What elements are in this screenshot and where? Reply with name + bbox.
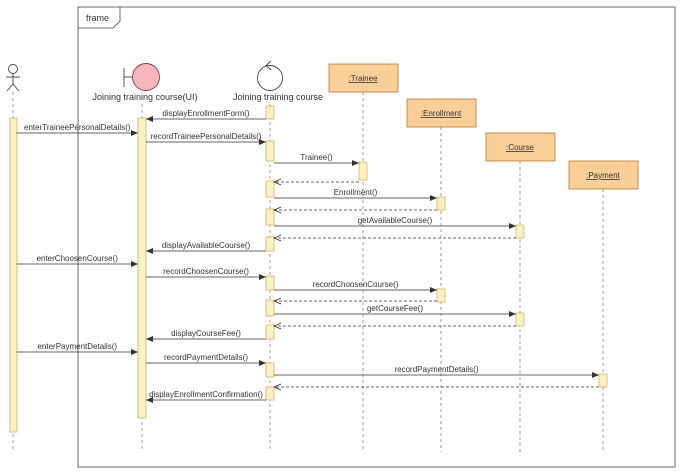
message-label-14: getCourseFee() bbox=[367, 304, 423, 313]
message-label-18: recordPaymentDetails() bbox=[164, 353, 248, 362]
activation-control bbox=[265, 180, 275, 198]
message-label-17: enterPaymentDetails() bbox=[37, 342, 117, 351]
activation-control bbox=[265, 362, 275, 378]
control-icon bbox=[257, 60, 283, 91]
activation-enrollment bbox=[436, 288, 446, 303]
activation-enrollment bbox=[436, 196, 446, 211]
message-label-7: getAvailableCourse() bbox=[358, 216, 433, 225]
activation-control bbox=[265, 105, 275, 120]
participant-payment-label: :Payment bbox=[586, 171, 621, 180]
frame-tab bbox=[78, 7, 121, 29]
actor-leg-right bbox=[12, 83, 20, 92]
participant-control-label: Joining training course bbox=[233, 92, 323, 102]
activation-payment bbox=[598, 373, 608, 388]
actor-stick-figure-icon bbox=[6, 64, 20, 92]
actor-leg-left bbox=[6, 83, 14, 92]
message-label-12: recordChoosenCourse() bbox=[313, 280, 399, 289]
participant-trainee: :Trainee bbox=[328, 63, 399, 93]
participant-course-label: :Course bbox=[506, 143, 535, 152]
message-label-11: recordChoosenCourse() bbox=[163, 267, 249, 276]
actor-head bbox=[8, 64, 18, 74]
message-label-10: enterChoosenCourse() bbox=[37, 254, 119, 263]
activation-control bbox=[265, 386, 275, 401]
activation-course bbox=[515, 312, 525, 327]
message-label-16: displayCourseFee() bbox=[171, 329, 241, 338]
message-label-3: Trainee() bbox=[300, 153, 332, 162]
message-label-1: enterTraineePersonalDetails() bbox=[24, 123, 131, 132]
activation-control bbox=[265, 236, 275, 252]
activation-trainee bbox=[358, 161, 368, 181]
activation-control bbox=[265, 324, 275, 340]
activation-boundary bbox=[137, 117, 147, 419]
participant-boundary: Joining training course(UI) bbox=[92, 63, 198, 102]
frame-label: frame bbox=[86, 13, 109, 23]
participant-course: :Course bbox=[485, 132, 556, 162]
participant-payment-box bbox=[568, 160, 639, 190]
messages: displayEnrollmentForm() enterTraineePerso… bbox=[16, 109, 599, 403]
message-label-0: displayEnrollmentForm() bbox=[162, 109, 249, 118]
activation-control bbox=[265, 140, 275, 162]
activation-actor bbox=[9, 117, 18, 433]
message-label-21: displayEnrollmentConfirmation() bbox=[149, 390, 263, 399]
message-label-2: recordTraineePersonalDetails() bbox=[151, 132, 262, 141]
message-label-9: displayAvailableCourse() bbox=[162, 241, 251, 250]
participant-payment: :Payment bbox=[568, 160, 639, 190]
participant-boundary-label: Joining training course(UI) bbox=[92, 92, 197, 102]
activation-control bbox=[265, 208, 275, 226]
message-label-19: recordPaymentDetails() bbox=[394, 365, 478, 374]
participant-trainee-label: :Trainee bbox=[348, 74, 378, 83]
participant-enrollment-label: :Enrollment bbox=[421, 109, 462, 118]
participant-course-box bbox=[485, 132, 556, 162]
message-label-5: Enrollment() bbox=[334, 188, 378, 197]
activation-control bbox=[265, 299, 275, 317]
frame-border bbox=[77, 6, 676, 468]
participant-trainee-box bbox=[328, 63, 399, 93]
frame: frame bbox=[77, 6, 676, 468]
boundary-icon bbox=[123, 63, 160, 91]
activation-bars bbox=[9, 105, 608, 433]
participant-control: Joining training course bbox=[233, 60, 323, 102]
activation-control bbox=[265, 275, 275, 291]
activation-course bbox=[515, 224, 525, 239]
participant-enrollment: :Enrollment bbox=[406, 98, 477, 128]
participant-enrollment-box bbox=[406, 98, 477, 128]
